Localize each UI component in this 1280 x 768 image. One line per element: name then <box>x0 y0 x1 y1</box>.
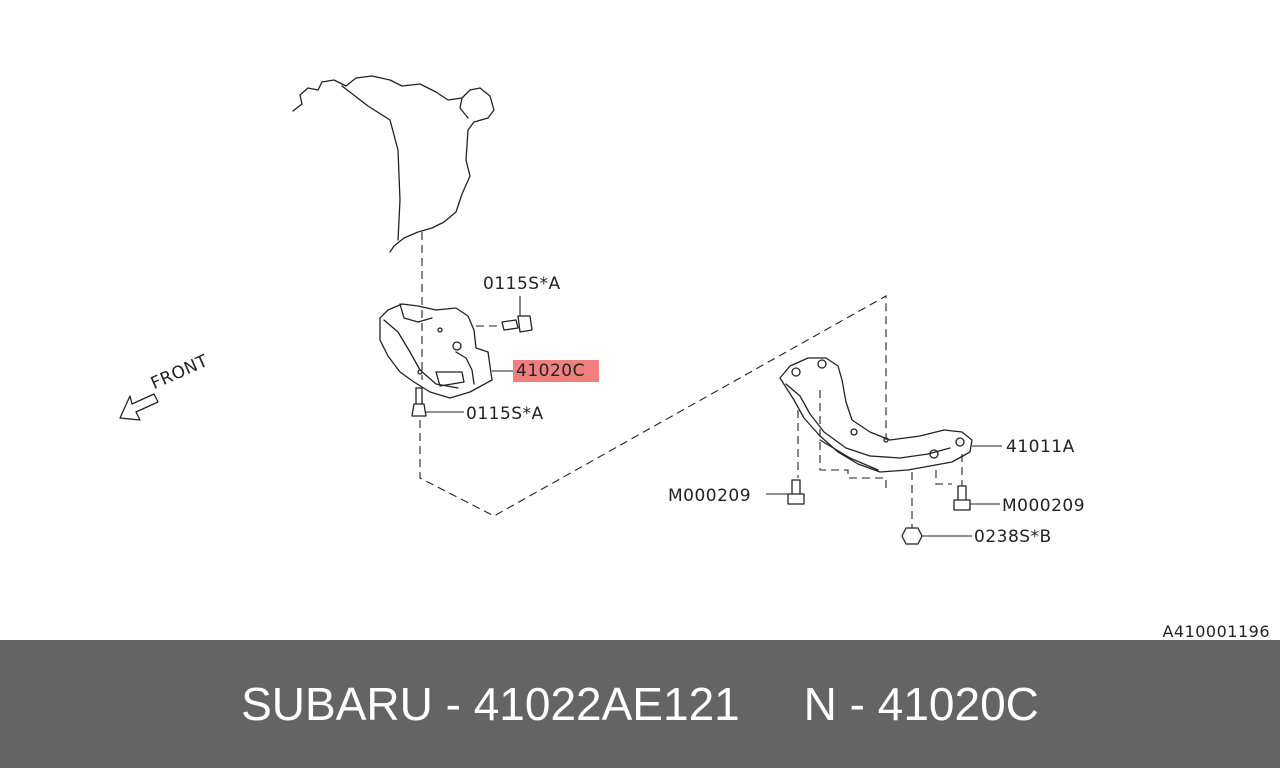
footer-part-info: SUBARU - 41022AE121 N - 41020C <box>241 678 1039 730</box>
callout-crossmember[interactable]: 41011A <box>1006 437 1075 457</box>
callout-bolt-right[interactable]: M000209 <box>1002 496 1086 516</box>
callout-nut[interactable]: 0238S*B <box>974 527 1052 547</box>
callout-mount[interactable]: 41020C <box>513 360 599 382</box>
crossmember <box>779 357 973 473</box>
bolt-lower <box>411 387 427 417</box>
bolt-left <box>787 479 805 505</box>
bolt-upper <box>501 315 533 333</box>
front-arrow <box>119 393 159 421</box>
footer-bar: SUBARU - 41022AE121 N - 41020C <box>0 640 1280 768</box>
bolt-right <box>953 485 971 511</box>
transmission-outline <box>292 75 495 253</box>
diagram-drawing <box>119 75 1002 545</box>
callout-bolt-left[interactable]: M000209 <box>668 486 752 506</box>
parts-diagram: FRONT 0115S*A 41020C 0115S*A 41011A M000… <box>119 75 1270 641</box>
nut <box>901 527 923 545</box>
engine-mount <box>379 303 493 399</box>
reference-code: A410001196 <box>1162 622 1270 641</box>
callout-bolt-lower[interactable]: 0115S*A <box>466 404 544 424</box>
callout-bolt-upper[interactable]: 0115S*A <box>483 274 561 294</box>
